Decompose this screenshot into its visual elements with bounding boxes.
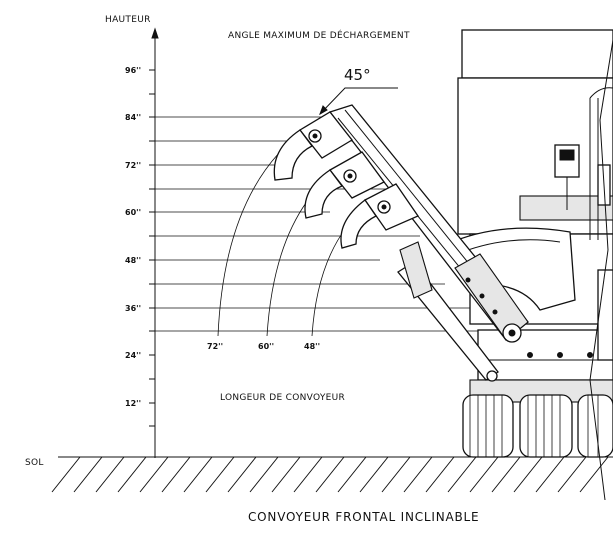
height-tick-48: 48'' — [125, 256, 141, 265]
height-tick-60: 60'' — [125, 208, 141, 217]
wheels — [462, 394, 613, 458]
chute-72 — [273, 129, 313, 181]
length-label-60: 60'' — [258, 342, 274, 351]
height-tick-36: 36'' — [125, 304, 141, 313]
paver-machine — [397, 29, 613, 458]
height-tick-96: 96'' — [125, 66, 141, 75]
height-reference-lines — [155, 116, 490, 332]
hydraulic-cylinder — [397, 241, 499, 382]
diagram-caption: CONVOYEUR FRONTAL INCLINABLE — [248, 510, 479, 524]
y-axis-label: HAUTEUR — [105, 15, 151, 25]
max-angle-title: ANGLE MAXIMUM DE DÉCHARGEMENT — [228, 29, 410, 41]
cylinder-bracket — [399, 241, 433, 299]
angle-value: 45° — [344, 66, 371, 84]
height-tick-12: 12'' — [125, 399, 141, 408]
axis-arrow — [151, 27, 159, 39]
conveyor-head-72 — [299, 111, 353, 159]
height-tick-84: 84'' — [125, 113, 141, 122]
length-label-48: 48'' — [304, 342, 320, 351]
angle-callout: 45° — [319, 66, 398, 116]
length-label-72: 72'' — [207, 342, 223, 351]
chute-60 — [304, 169, 344, 219]
height-axis: HAUTEUR 96'' 84'' 72'' 60'' 48'' 36'' 24… — [105, 15, 159, 458]
chute-48 — [340, 199, 377, 249]
height-tick-24: 24'' — [125, 351, 141, 360]
conveyor-head-48 — [364, 183, 419, 231]
conveyor-head-60 — [329, 151, 385, 199]
arc-72 — [217, 119, 321, 337]
ground: SOL — [25, 456, 613, 493]
ground-hatching — [51, 456, 609, 493]
machine-edge-detail — [589, 39, 613, 501]
conveyor-length-label: LONGEUR DE CONVOYEUR — [220, 393, 345, 403]
ground-label: SOL — [25, 458, 44, 468]
height-tick-72: 72'' — [125, 161, 141, 170]
conveyor-boom — [273, 104, 529, 343]
